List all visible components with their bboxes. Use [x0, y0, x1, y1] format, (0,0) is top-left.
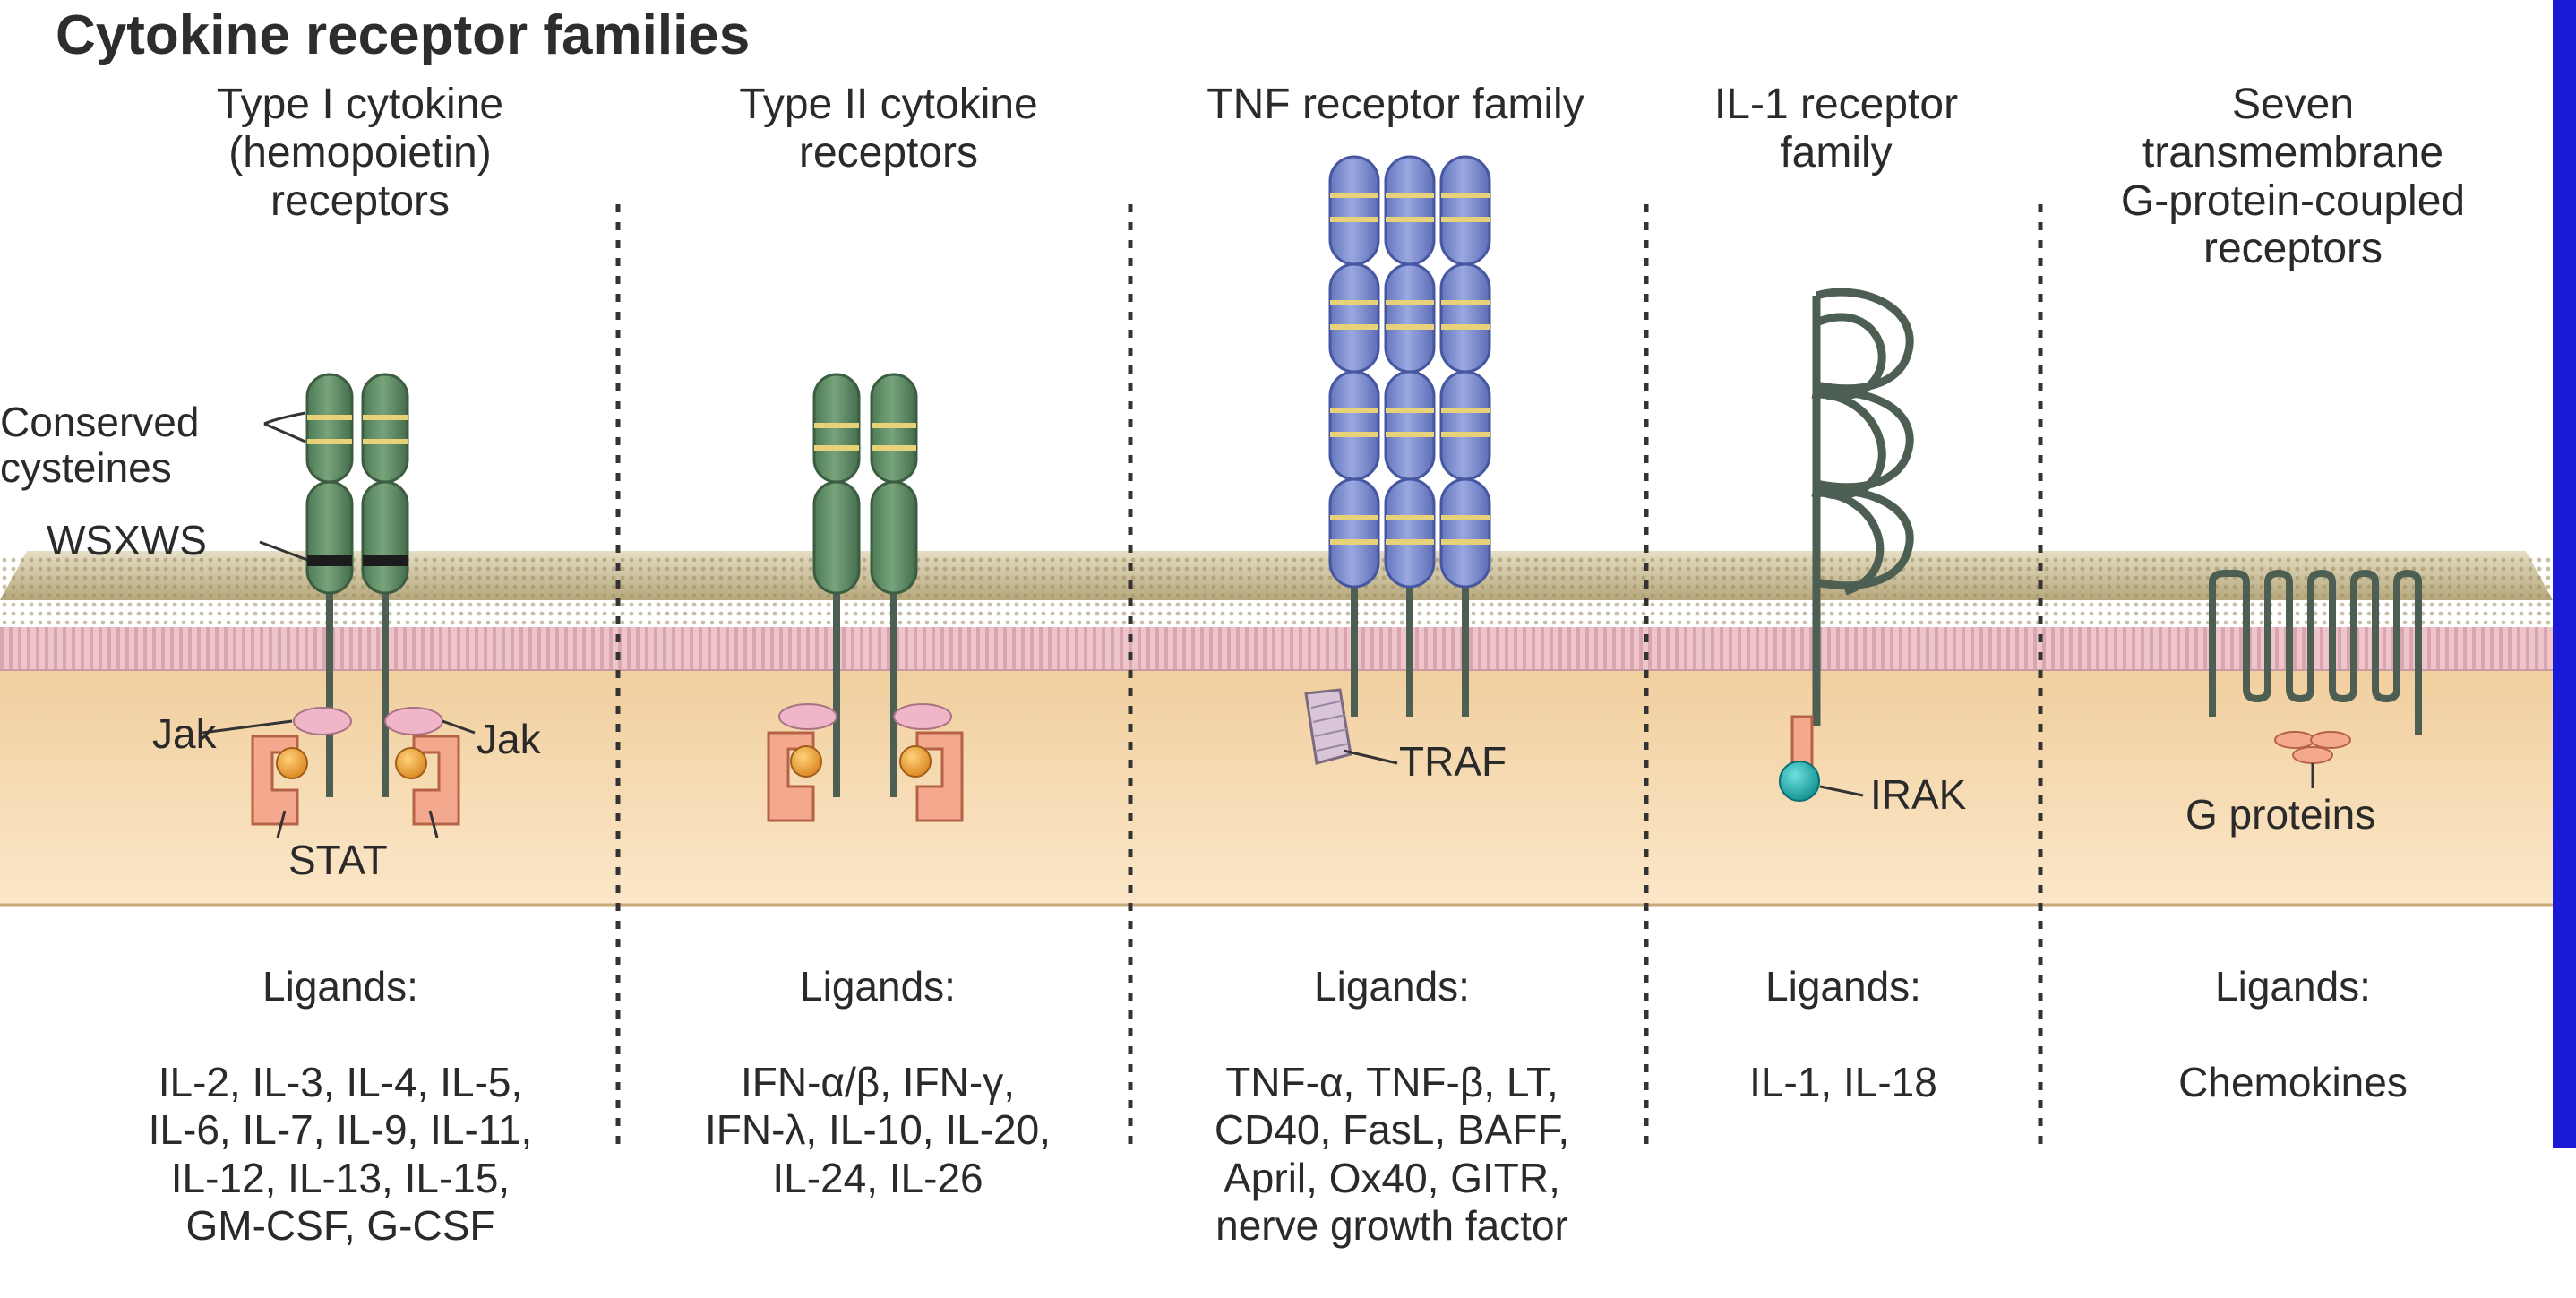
tnf-chain-1 — [1328, 155, 1380, 589]
tnf-chain-3 — [1439, 155, 1491, 589]
ligands-il1-list: IL-1, IL-18 — [1749, 1059, 1937, 1106]
type2-stat-left — [767, 731, 815, 822]
il1-receptor — [1779, 288, 1914, 802]
type2-stat-right — [915, 731, 964, 822]
phospho-right — [395, 747, 427, 779]
label-conserved-cysteines: Conserved cysteines — [0, 399, 200, 491]
type2-jak-left — [778, 703, 837, 730]
ligands-type1-label: Ligands: — [262, 963, 418, 1010]
ligands-tnf-list: TNF-α, TNF-β, LT, CD40, FasL, BAFF, Apri… — [1214, 1059, 1570, 1250]
header-type1: Type I cytokine (hemopoietin) receptors — [216, 81, 504, 225]
type1-domain-lower-right — [361, 480, 409, 595]
label-wsxws: WSXWS — [47, 517, 207, 563]
header-tnf: TNF receptor family — [1206, 81, 1584, 128]
type2-jak-right — [893, 703, 952, 730]
type1-domain-upper-left — [305, 373, 354, 484]
label-irak: IRAK — [1870, 771, 1967, 818]
header-gpcr: Seven transmembrane G-protein-coupled re… — [2120, 81, 2466, 273]
g-protein-1 — [2274, 731, 2315, 749]
stat-left — [251, 735, 299, 826]
wsxws-band-left — [307, 555, 352, 566]
ligands-type2-label: Ligands: — [800, 963, 956, 1010]
header-il1: IL-1 receptor family — [1713, 81, 1959, 176]
ligands-tnf: Ligands: TNF-α, TNF-β, LT, CD40, FasL, B… — [1139, 915, 1644, 1298]
diagram-title: Cytokine receptor families — [56, 4, 751, 66]
type1-domain-lower-left — [305, 480, 354, 595]
ligands-gpcr: Ligands: Chemokines — [2051, 915, 2535, 1155]
irak-ball — [1779, 761, 1820, 802]
il1-ig-loops — [1811, 313, 1886, 596]
tnf-receptor — [1304, 155, 1491, 765]
type1-receptor — [202, 373, 476, 838]
g-protein-3 — [2292, 746, 2333, 764]
ligands-gpcr-list: Chemokines — [2178, 1059, 2408, 1106]
type2-domain-lower-left — [812, 480, 861, 595]
type1-domain-upper-right — [361, 373, 409, 484]
right-edge-bar — [2553, 0, 2576, 1148]
header-type2: Type II cytokine receptors — [739, 81, 1038, 176]
ligands-type2-list: IFN-α/β, IFN-γ, IFN-λ, IL-10, IL-20, IL-… — [704, 1059, 1051, 1201]
tnf-chain-2 — [1384, 155, 1436, 589]
label-stat: STAT — [288, 837, 388, 883]
jak-left — [293, 707, 352, 735]
diagram-artwork — [0, 155, 2553, 1148]
type2-receptor — [767, 373, 964, 822]
gpcr — [2209, 569, 2422, 788]
g-protein-2 — [2310, 731, 2351, 749]
traf-block — [1304, 688, 1352, 765]
wsxws-band-right — [363, 555, 408, 566]
label-traf: TRAF — [1399, 738, 1507, 785]
ligands-il1: Ligands: IL-1, IL-18 — [1653, 915, 2033, 1155]
cytokine-receptor-diagram: Cytokine receptor families Type I cytoki… — [0, 0, 2576, 1249]
ligands-il1-label: Ligands: — [1765, 963, 1921, 1010]
ligands-type1: Ligands: IL-2, IL-3, IL-4, IL-5, IL-6, I… — [63, 915, 618, 1298]
ligands-type1-list: IL-2, IL-3, IL-4, IL-5, IL-6, IL-7, IL-9… — [148, 1059, 533, 1250]
ligands-tnf-label: Ligands: — [1314, 963, 1470, 1010]
label-g-proteins: G proteins — [2185, 791, 2376, 838]
gpcr-serpentine — [2209, 569, 2422, 735]
membrane-lipid-layer — [0, 627, 2553, 670]
ligands-type2: Ligands: IFN-α/β, IFN-γ, IFN-λ, IL-10, I… — [627, 915, 1129, 1251]
phospho-left — [276, 747, 308, 779]
tnf-stripes — [1330, 193, 1490, 545]
membrane-dots — [0, 554, 2553, 634]
label-jak-right: Jak — [477, 716, 541, 762]
ligands-gpcr-label: Ligands: — [2215, 963, 2371, 1010]
stat-right — [412, 735, 460, 826]
type2-domain-lower-right — [870, 480, 918, 595]
jak-right — [384, 707, 443, 735]
label-jak-left: Jak — [152, 710, 217, 757]
